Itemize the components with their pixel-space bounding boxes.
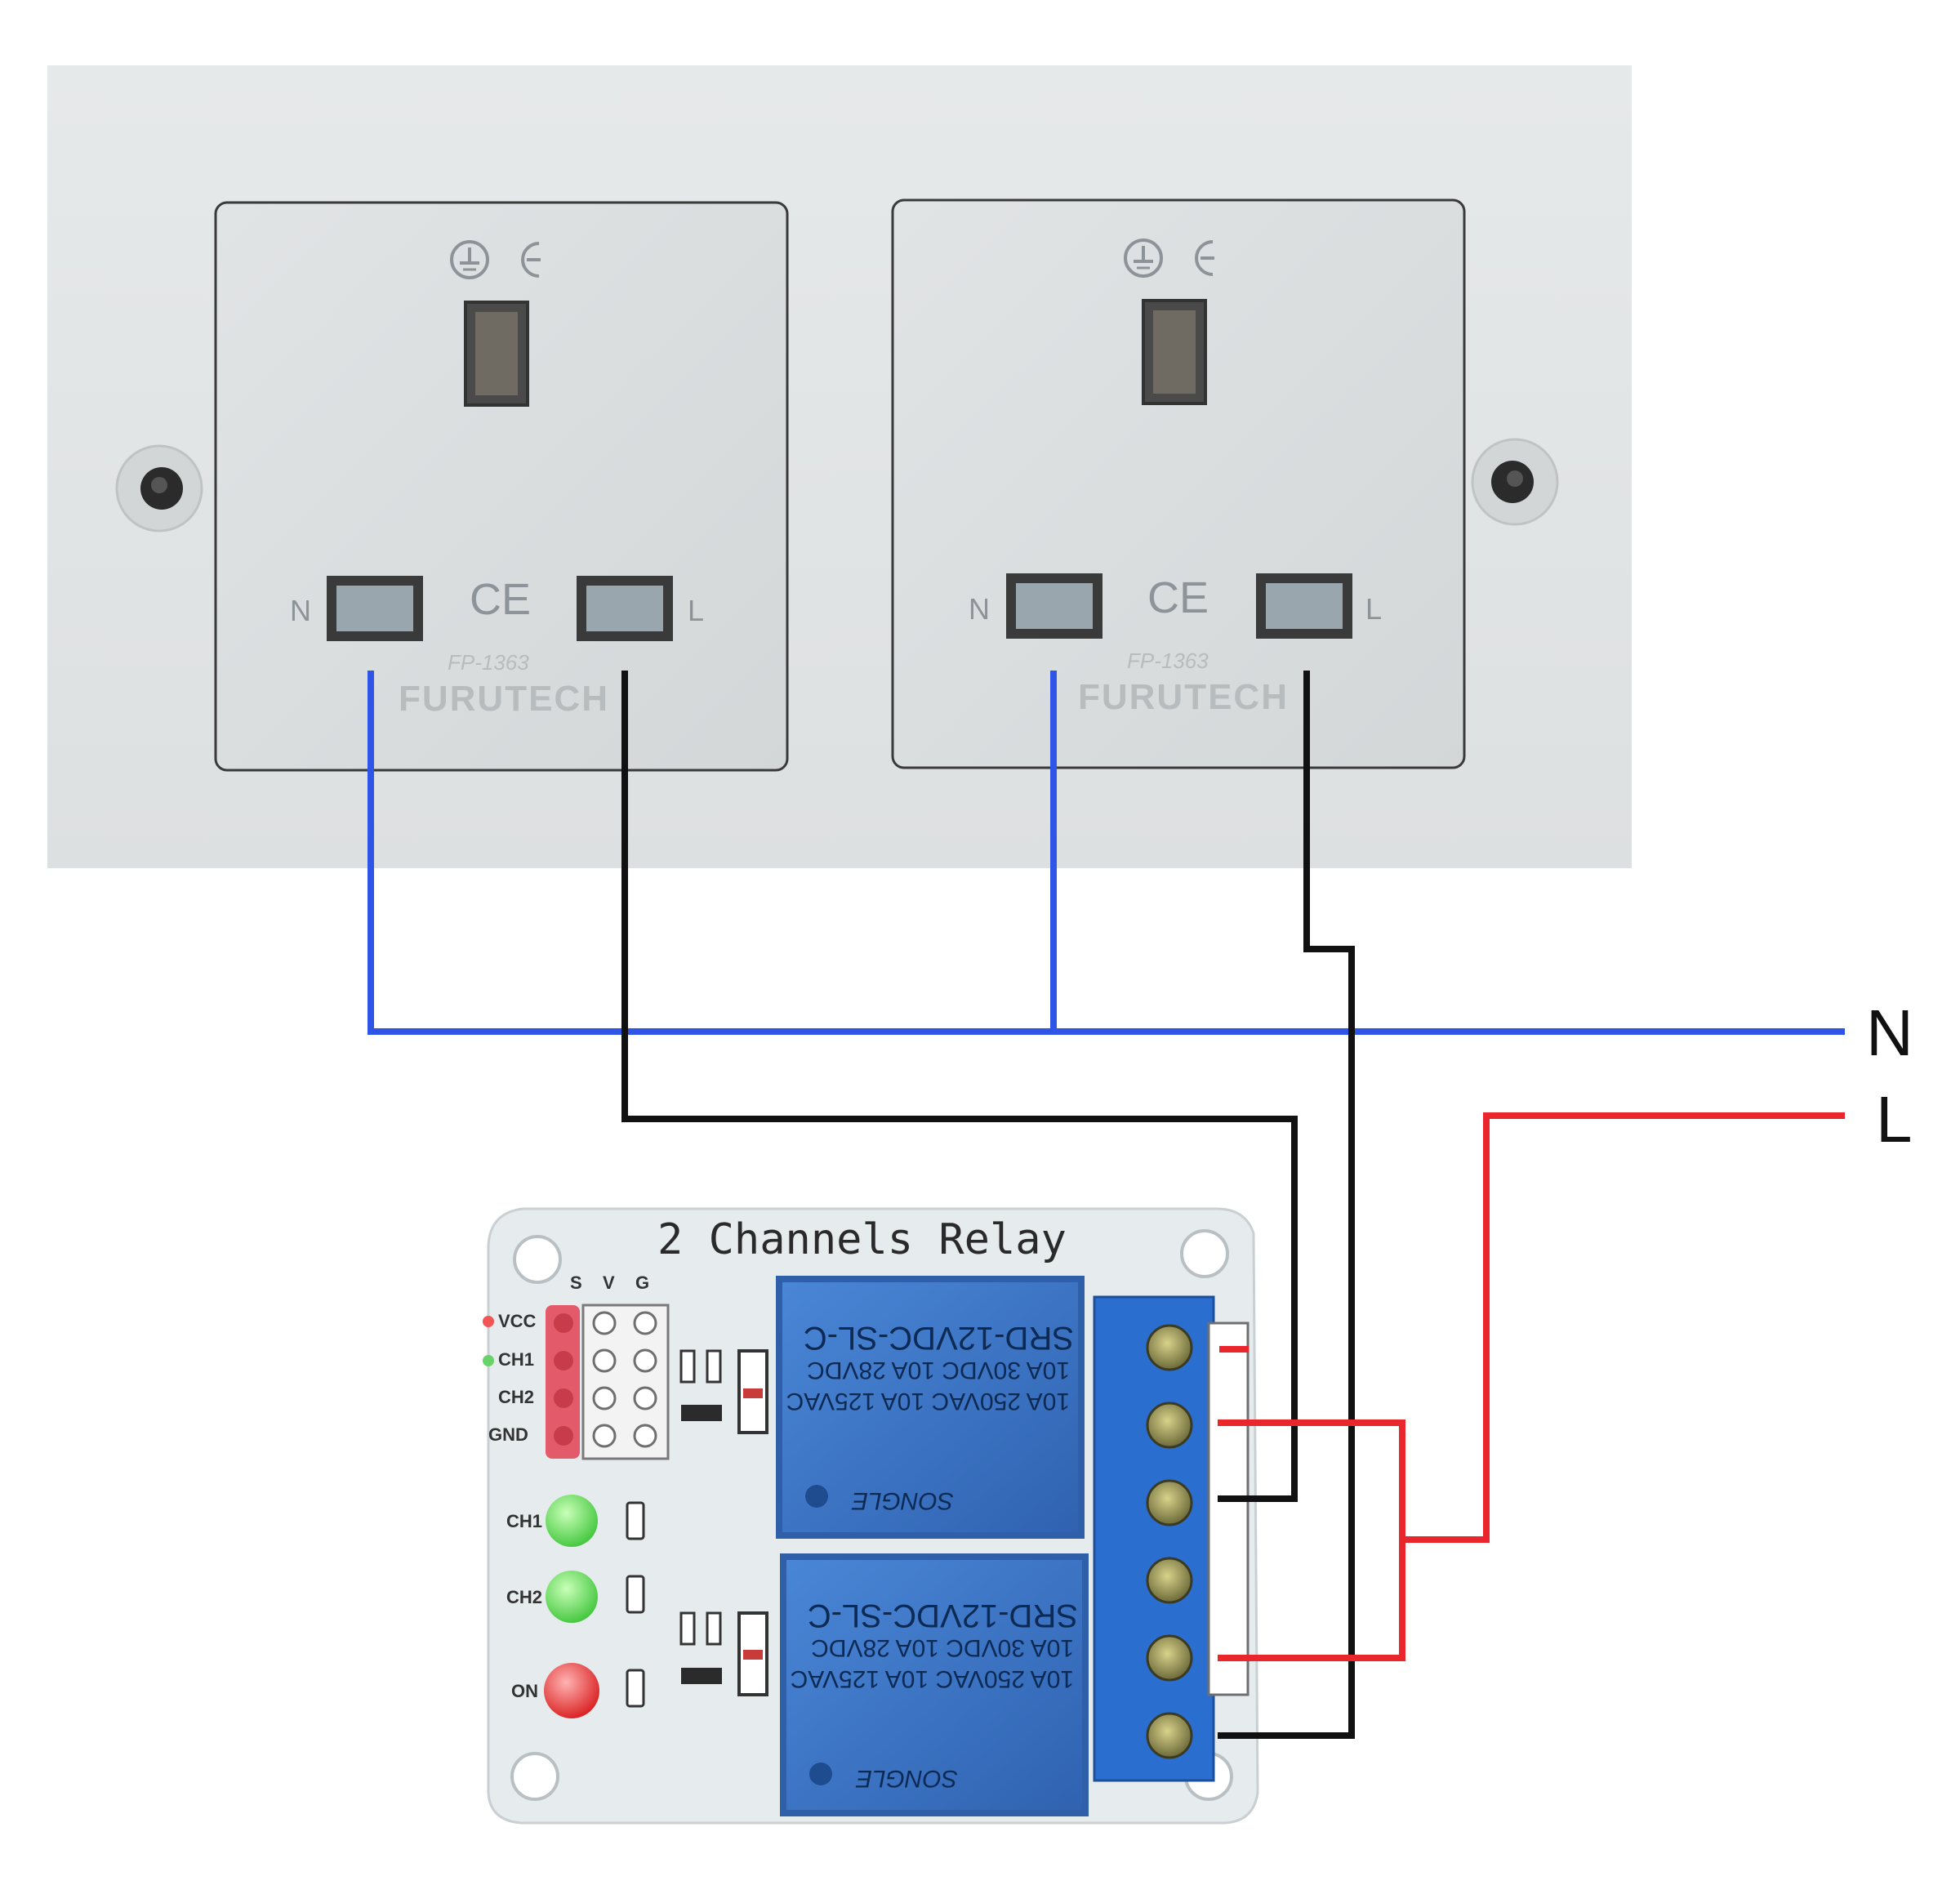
header-col-s: S [570, 1272, 582, 1293]
relay-1-rating-1: 10A 250VAC 10A 125VAC [786, 1388, 1070, 1415]
relay-2-brand: SONGLE [855, 1765, 958, 1792]
mounting-screw-left [115, 444, 203, 533]
pin-label-gnd: GND [488, 1424, 528, 1445]
live-terminal-label: L [1876, 1083, 1913, 1156]
terminal-screw-icon [1146, 1634, 1193, 1682]
pin-label-vcc: VCC [498, 1311, 537, 1331]
led-ch1-label: CH1 [506, 1511, 542, 1531]
pin-label-ch2: CH2 [498, 1387, 534, 1407]
relay-1-rating-2: 10A 30VDC 10A 28VDC [807, 1357, 1070, 1384]
terminal-screw-icon [1146, 1712, 1193, 1759]
vcc-dot-icon [483, 1316, 494, 1327]
relay-2-model: SRD-12VDC-SL-C [808, 1598, 1078, 1633]
socket-2-ce-mark: CE [1147, 573, 1209, 622]
live-bus-wire [1218, 1419, 1405, 1661]
socket-1-brand: FURUTECH [399, 679, 609, 719]
board-hole-icon [1180, 1229, 1229, 1278]
terminal-screw-icon [1146, 1324, 1193, 1371]
terminal-screw-icon [1146, 1557, 1193, 1604]
pin-labels: VCC CH1 CH2 GND [488, 1311, 537, 1445]
socket-2-model: FP-1363 [1127, 648, 1209, 673]
relay-1-brand: SONGLE [851, 1487, 954, 1514]
relay-2-rating-2: 10A 30VDC 10A 28VDC [811, 1634, 1074, 1661]
socket-2-live-mark: L [1365, 592, 1382, 626]
mounting-screw-right [1471, 438, 1559, 526]
wall-plate: N L CE FP-1363 FURUTECH N L [47, 65, 1632, 868]
relay-1-model: SRD-12VDC-SL-C [804, 1320, 1074, 1356]
board-hole-icon [513, 1235, 562, 1284]
relay-board-title: 2 Channels Relay [657, 1215, 1067, 1264]
socket-1-neutral-mark: N [290, 594, 311, 627]
header-col-labels-top: S V G [570, 1272, 649, 1293]
socket-2-neutral-mark: N [969, 592, 990, 626]
led-ch2: CH2 [506, 1571, 598, 1623]
relay-1-dot-icon [805, 1485, 828, 1508]
socket-1-live-mark: L [688, 594, 704, 627]
switched-live-wire-socket-2 [1218, 671, 1355, 1739]
wires [368, 671, 1845, 1739]
smd-components [626, 1349, 768, 1708]
relay-2-dot-icon [809, 1763, 832, 1785]
header-col-v: V [603, 1272, 615, 1293]
socket-2: N L CE FP-1363 FURUTECH [891, 198, 1466, 769]
socket-1-ce-mark: CE [470, 575, 531, 624]
relay-board: 2 Channels Relay S V G VCC CH1 CH2 GND [483, 1207, 1259, 1825]
earth-symbol-icon [1124, 238, 1214, 278]
terminal-block [1093, 1295, 1250, 1782]
led-on-label: ON [511, 1681, 538, 1701]
board-hole-icon [510, 1752, 559, 1801]
led-ch1: CH1 [506, 1495, 598, 1547]
socket-1: N L CE FP-1363 FURUTECH [214, 201, 789, 772]
header-pins [546, 1304, 670, 1460]
pin-label-ch1: CH1 [498, 1349, 534, 1370]
ch1-dot-icon [483, 1355, 494, 1366]
socket-1-model: FP-1363 [448, 650, 529, 675]
socket-2-brand: FURUTECH [1078, 677, 1289, 717]
terminal-screw-icon [1146, 1402, 1193, 1449]
relay-2: SRD-12VDC-SL-C 10A 30VDC 10A 28VDC 10A 2… [780, 1553, 1089, 1816]
live-supply-wire [1399, 1112, 1845, 1543]
terminal-screw-icon [1146, 1479, 1193, 1526]
relay-1: SRD-12VDC-SL-C 10A 30VDC 10A 28VDC 10A 2… [776, 1276, 1085, 1539]
earth-symbol-icon [450, 240, 541, 279]
led-on: ON [511, 1663, 599, 1718]
terminal-screws [1146, 1324, 1193, 1759]
led-ch2-label: CH2 [506, 1587, 542, 1607]
relay-2-rating-1: 10A 250VAC 10A 125VAC [791, 1665, 1074, 1692]
neutral-terminal-label: N [1866, 996, 1913, 1069]
switched-live-wire-socket-1 [621, 671, 1298, 1502]
header-col-g: G [635, 1272, 649, 1293]
